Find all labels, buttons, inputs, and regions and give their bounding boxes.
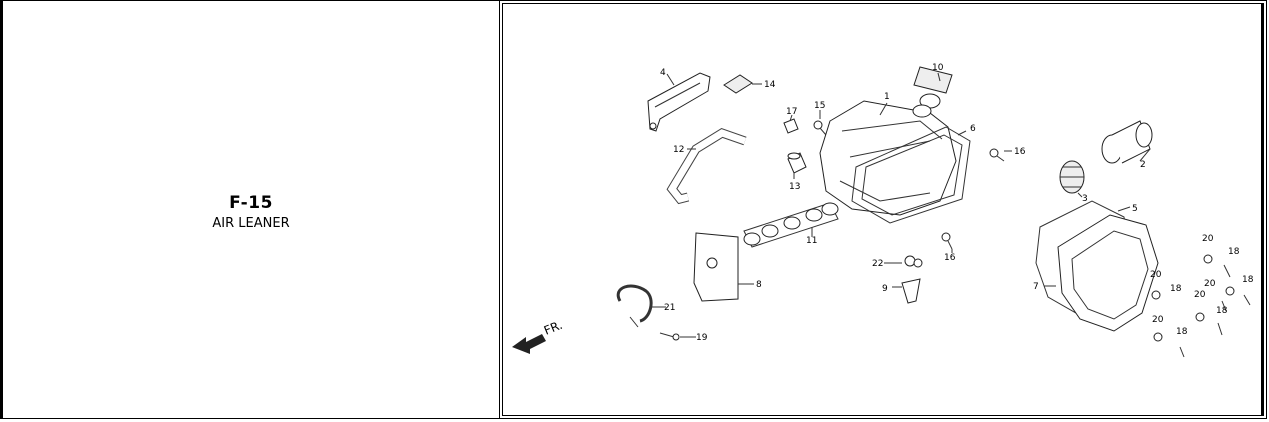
part-6-gasket: [851, 126, 971, 224]
section-info-panel: F-15 AIR LEANER: [3, 1, 499, 418]
callout-labels: 1 2 3 4 5 6 7 8 9 10 11 12 13 14 15 16 1…: [660, 63, 1254, 343]
callout-8: 8: [756, 280, 762, 290]
callout-22: 22: [872, 259, 883, 269]
part-20-washers: [1151, 254, 1235, 342]
part-14-pad: [723, 74, 753, 94]
section-code: F-15: [229, 193, 273, 213]
section-title: AIR LEANER: [212, 216, 290, 231]
part-10-seal: [912, 66, 953, 118]
part-19-screw: [659, 332, 680, 341]
part-18-screws: [1179, 264, 1251, 358]
callout-17: 17: [786, 107, 797, 117]
callout-18-a: 18: [1228, 247, 1240, 257]
callout-1: 1: [884, 92, 890, 102]
part-16-bolt-lower: [941, 232, 953, 250]
callout-12: 12: [673, 145, 684, 155]
callout-14: 14: [764, 80, 776, 90]
part-15-screw: [813, 120, 827, 136]
part-9-drain-plug: [901, 278, 921, 304]
part-13-tube: [787, 152, 807, 174]
callout-21: 21: [664, 303, 675, 313]
callout-20-e: 20: [1152, 315, 1164, 325]
diagram-frame: [502, 3, 1264, 416]
part-22-clip: [904, 255, 923, 268]
leader-lines: [650, 72, 1151, 338]
part-3-filter: [1059, 160, 1085, 194]
callout-19: 19: [696, 333, 708, 343]
callout-20-d: 20: [1194, 290, 1206, 300]
part-5-cover: [1057, 214, 1159, 332]
callout-13: 13: [789, 182, 800, 192]
part-16-bolt-upper: [989, 148, 1005, 162]
part-4-bracket: [647, 72, 711, 132]
callout-18-d: 18: [1216, 306, 1228, 316]
part-21-clamp: [616, 284, 653, 328]
callout-3: 3: [1082, 194, 1088, 204]
callout-20-c: 20: [1204, 279, 1216, 289]
callout-6: 6: [970, 124, 976, 134]
callout-16-lower: 16: [944, 253, 956, 263]
callout-5: 5: [1132, 204, 1138, 214]
front-direction-arrow: FR.: [512, 318, 564, 354]
callout-20-b: 20: [1150, 270, 1162, 280]
callout-18-e: 18: [1176, 327, 1188, 337]
callout-18-b: 18: [1242, 275, 1254, 285]
diagram-svg: FR. 1 2 3 4 5 6 7 8 9 10 11: [512, 63, 1254, 358]
part-2-element: [1101, 120, 1153, 164]
front-direction-label: FR.: [542, 318, 565, 338]
callout-16-upper: 16: [1014, 147, 1026, 157]
panel-divider: [499, 0, 500, 419]
part-8-plate: [693, 232, 739, 302]
callout-2: 2: [1140, 160, 1146, 170]
callout-11: 11: [806, 236, 817, 246]
callout-20-a: 20: [1202, 234, 1214, 244]
callout-18-c: 18: [1170, 284, 1182, 294]
part-12-hose: [666, 128, 747, 205]
callout-15: 15: [814, 101, 825, 111]
callout-9: 9: [882, 284, 888, 294]
callout-7: 7: [1033, 282, 1039, 292]
part-11-intake-duct: [743, 202, 839, 248]
exploded-parts-diagram: FR. 1 2 3 4 5 6 7 8 9 10 11: [500, 1, 1266, 418]
callout-10: 10: [932, 63, 944, 73]
part-17-clip: [783, 118, 799, 134]
callout-4: 4: [660, 68, 666, 78]
